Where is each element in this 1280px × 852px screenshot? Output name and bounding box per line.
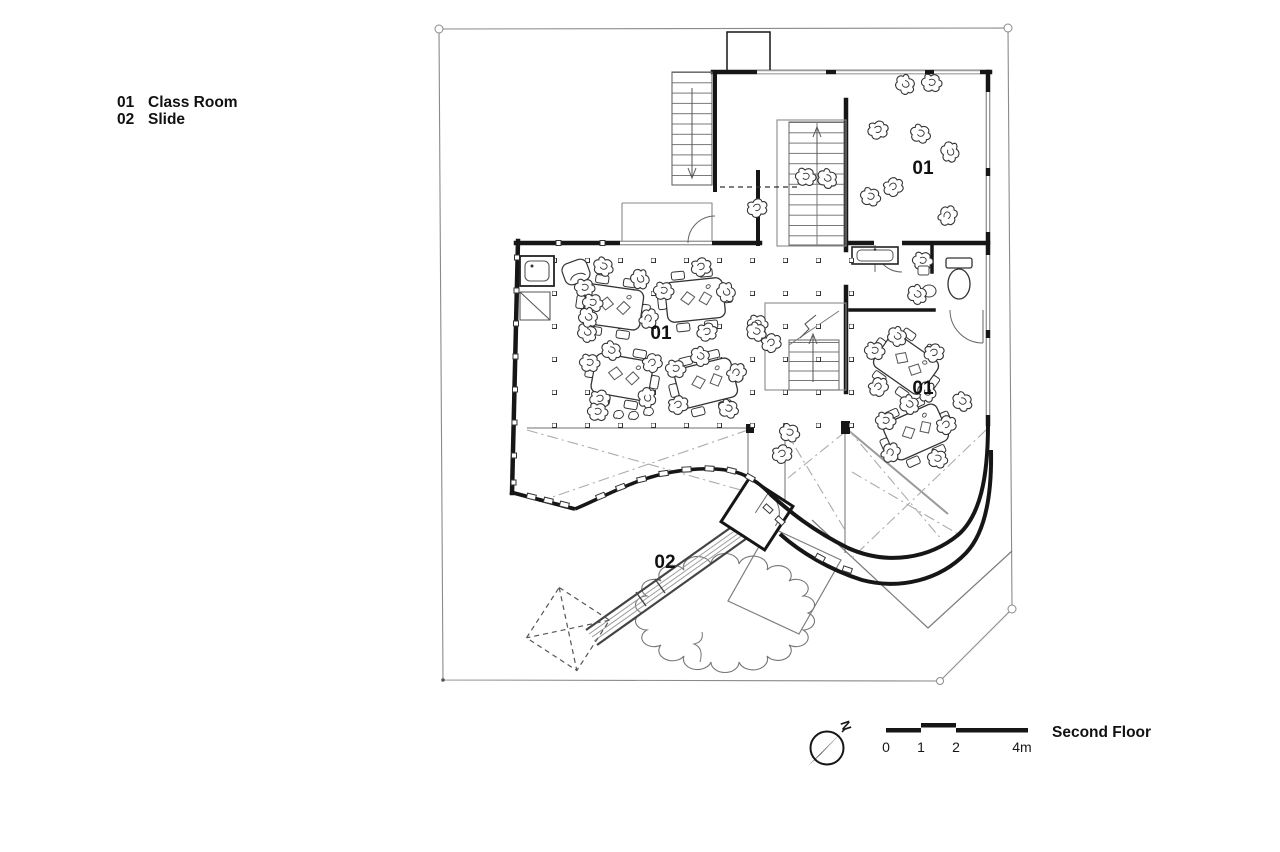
scale-tick-0: 0 (882, 739, 890, 755)
room-labels: 01 01 01 02 (650, 158, 934, 573)
scale-tick-1: 1 (917, 739, 925, 755)
drawing-title: Second Floor (1052, 724, 1151, 741)
scale-tick-4m: 4m (1012, 739, 1031, 755)
label-slide: 02 (654, 552, 675, 573)
site-boundary (434, 23, 1017, 685)
label-classroom-right: 01 (912, 378, 934, 399)
scale-bar: 0 1 2 4m (882, 723, 1032, 755)
main-stair-upper (776, 119, 847, 247)
label-classroom-upper: 01 (912, 158, 934, 179)
north-compass: N (808, 719, 855, 766)
label-classroom-main: 01 (650, 323, 672, 344)
north-label: N (837, 719, 854, 733)
windows (510, 69, 991, 486)
toilet-block (851, 240, 985, 344)
exterior-stair (621, 71, 716, 244)
site-thin-outlines (727, 429, 1013, 635)
scale-tick-2: 2 (952, 739, 960, 755)
slide (525, 475, 796, 672)
